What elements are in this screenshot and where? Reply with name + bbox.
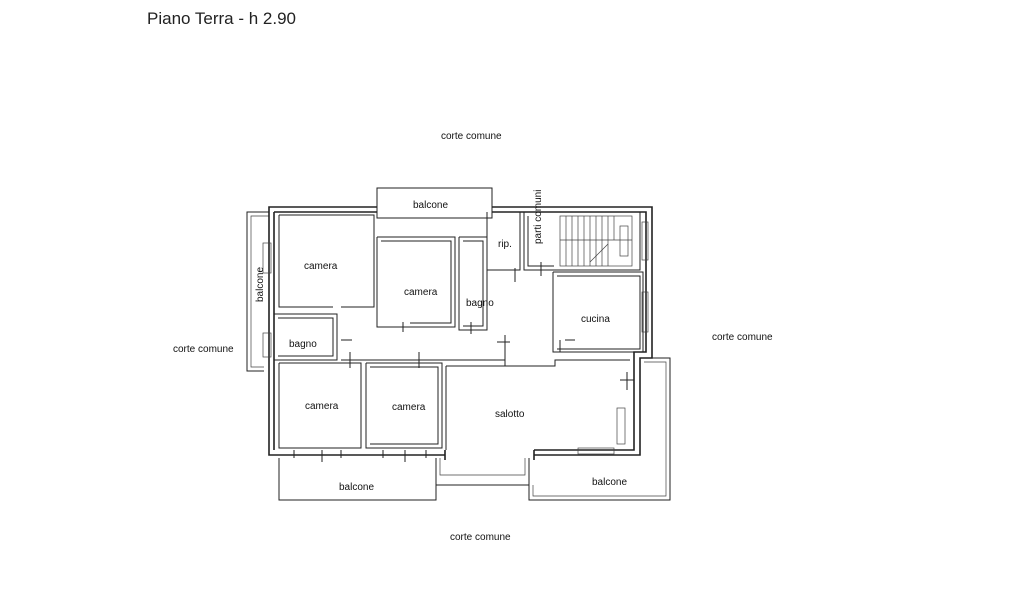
label-ripostiglio: rip. xyxy=(498,239,512,250)
bay-window-salotto xyxy=(435,458,530,486)
label-salotto: salotto xyxy=(495,409,525,420)
plan-title: Piano Terra - h 2.90 xyxy=(147,9,296,28)
label-camera-s: camera xyxy=(392,402,426,413)
label-balcone-top: balcone xyxy=(413,200,448,211)
label-balcone-bottom-left: balcone xyxy=(339,482,374,493)
balcony-bottom-left xyxy=(278,458,437,501)
label-cucina: cucina xyxy=(581,314,610,325)
balcony-bottom-right xyxy=(528,357,671,501)
label-parti-comuni: parti comuni xyxy=(533,190,544,244)
label-corte-bottom: corte comune xyxy=(450,532,511,543)
label-corte-left: corte comune xyxy=(173,344,234,355)
label-balcone-bottom-right: balcone xyxy=(592,477,627,488)
label-balcone-left: balcone xyxy=(255,267,266,302)
staircase xyxy=(559,215,633,267)
interior-walls xyxy=(274,212,644,450)
balcony-top xyxy=(376,187,493,219)
label-corte-top: corte comune xyxy=(441,131,502,142)
label-bagno-w: bagno xyxy=(289,339,317,350)
label-camera-nw: camera xyxy=(304,261,338,272)
label-camera-n: camera xyxy=(404,287,438,298)
label-corte-right: corte comune xyxy=(712,332,773,343)
label-bagno-n: bagno xyxy=(466,298,494,309)
balcony-left xyxy=(246,211,269,372)
label-camera-sw: camera xyxy=(305,401,339,412)
door-marks xyxy=(262,221,649,462)
outer-walls xyxy=(268,206,653,460)
